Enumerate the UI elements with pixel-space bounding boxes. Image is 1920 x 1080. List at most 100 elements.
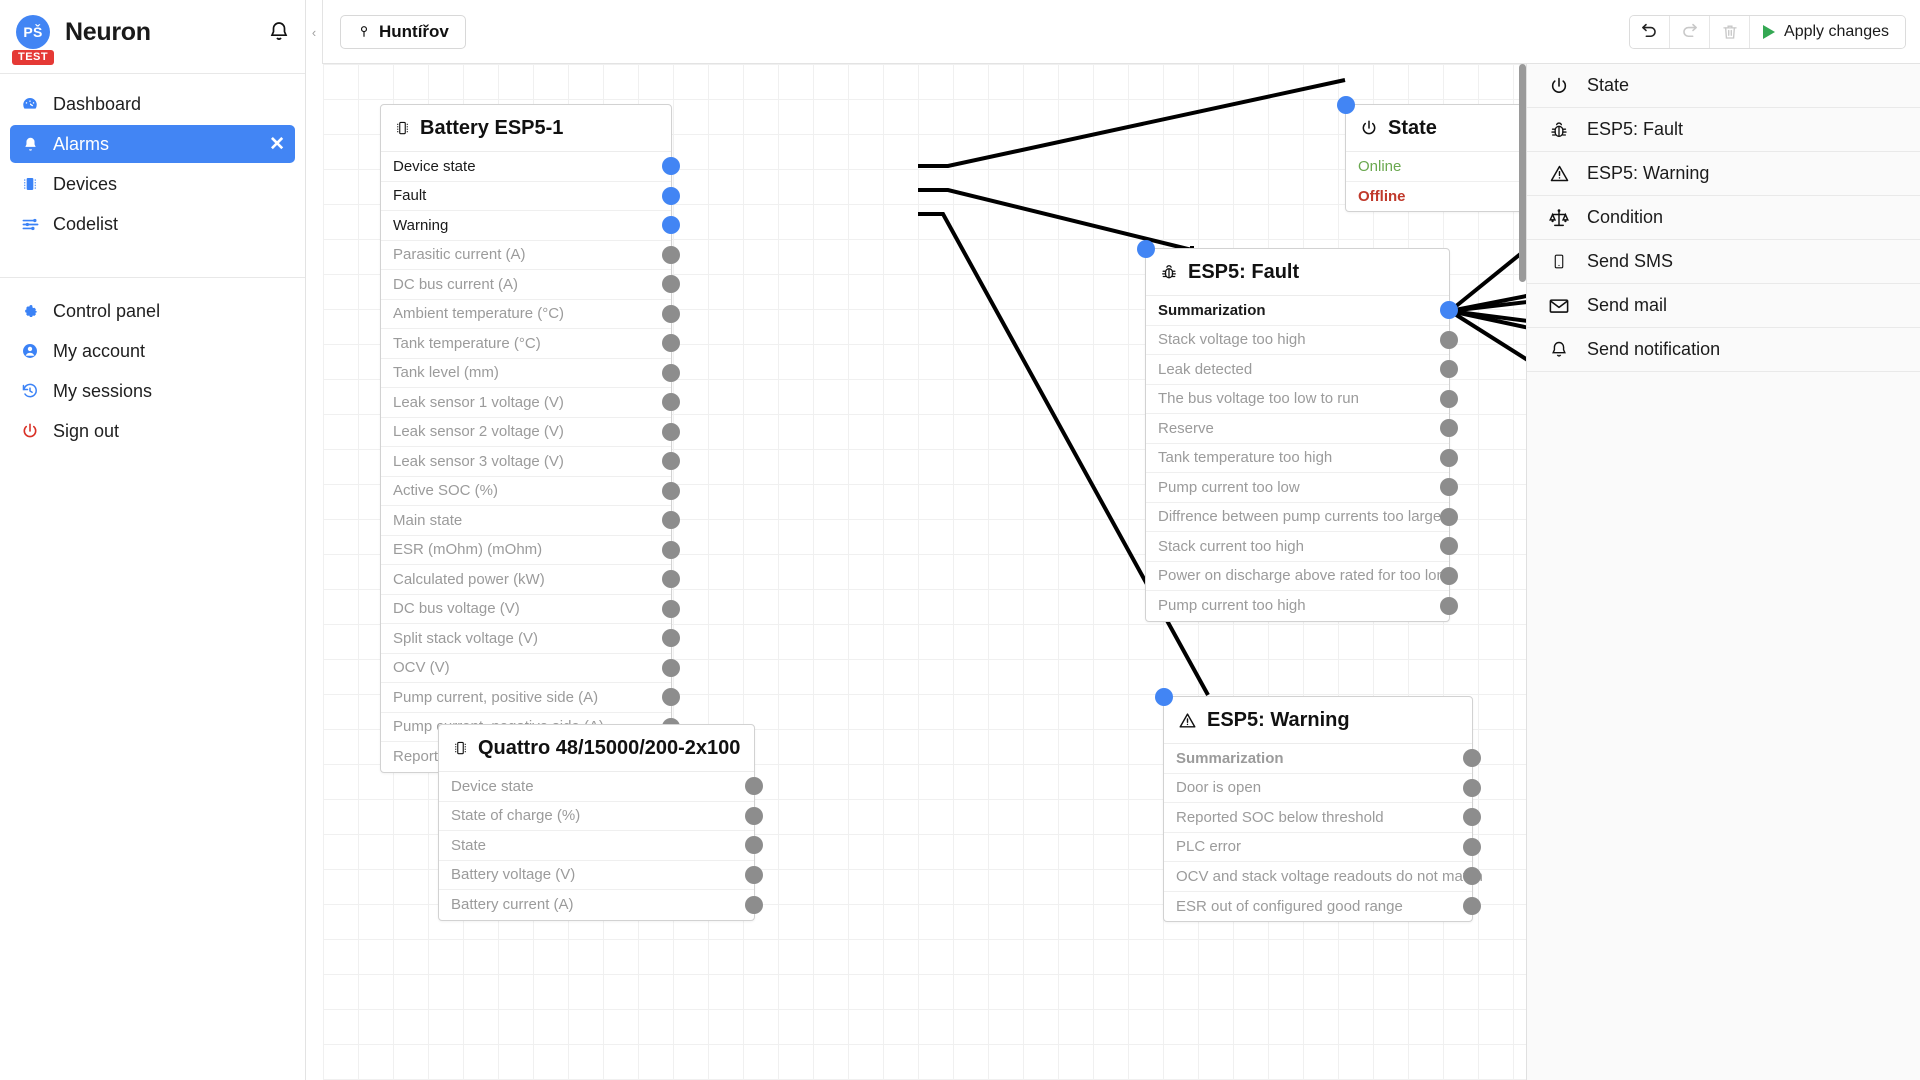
node-row-port[interactable]: [662, 570, 680, 589]
node-row[interactable]: Diffrence between pump currents too larg…: [1146, 503, 1458, 532]
node-row[interactable]: Battery voltage (V): [439, 861, 763, 890]
sidebar-item-devices[interactable]: Devices: [10, 165, 295, 203]
notifications-bell-icon[interactable]: [267, 20, 291, 44]
node-row[interactable]: Leak sensor 1 voltage (V): [381, 388, 680, 418]
node-row-port[interactable]: [1440, 507, 1458, 526]
palette-item-send-mail[interactable]: Send mail: [1527, 284, 1920, 328]
node-row[interactable]: ESR (mOhm) (mOhm): [381, 536, 680, 565]
node-row-port[interactable]: [1463, 867, 1481, 886]
node-row-port[interactable]: [662, 629, 680, 648]
node-row[interactable]: Pump current too high: [1146, 591, 1458, 621]
sidebar-item-sign-out[interactable]: Sign out: [10, 412, 295, 450]
node-row-port[interactable]: [1440, 537, 1458, 556]
node-row-port[interactable]: [662, 511, 680, 530]
node-row-port[interactable]: [662, 363, 680, 382]
sidebar-item-codelist[interactable]: Codelist: [10, 205, 295, 243]
palette-item-send-sms[interactable]: Send SMS: [1527, 240, 1920, 284]
node-row[interactable]: Door is open: [1164, 774, 1481, 803]
sidebar-item-my-account[interactable]: My account: [10, 332, 295, 370]
location-chip[interactable]: Huntířov: [340, 14, 466, 49]
node-row[interactable]: Pump current, positive side (A): [381, 683, 680, 713]
palette-item-esp5-warning[interactable]: ESP5: Warning: [1527, 152, 1920, 196]
sidebar-item-control-panel[interactable]: Control panel: [10, 292, 295, 330]
node-row-port[interactable]: [1440, 301, 1458, 320]
node-row-port[interactable]: [745, 895, 763, 914]
apply-changes-button[interactable]: Apply changes: [1750, 15, 1905, 48]
avatar[interactable]: PŠ: [16, 15, 50, 49]
node-row[interactable]: Split stack voltage (V): [381, 624, 680, 654]
node-row-port[interactable]: [662, 688, 680, 707]
node-row-port[interactable]: [662, 157, 680, 176]
node-row-port[interactable]: [1463, 808, 1481, 827]
node-row[interactable]: PLC error: [1164, 833, 1481, 862]
node-row[interactable]: Leak sensor 3 voltage (V): [381, 447, 680, 477]
close-icon[interactable]: ✕: [269, 133, 285, 155]
node-row[interactable]: DC bus current (A): [381, 270, 680, 300]
palette-item-send-notification[interactable]: Send notification: [1527, 328, 1920, 372]
node-row-port[interactable]: [662, 599, 680, 618]
node-row-port[interactable]: [1440, 419, 1458, 438]
undo-button[interactable]: [1630, 15, 1671, 48]
node-row-port[interactable]: [1440, 566, 1458, 585]
node-row-port[interactable]: [662, 245, 680, 264]
node-row[interactable]: ESR out of configured good range: [1164, 892, 1481, 922]
node-row[interactable]: The bus voltage too low to run: [1146, 385, 1458, 414]
node-row[interactable]: Summarization: [1164, 744, 1481, 774]
node-row-port[interactable]: [662, 481, 680, 500]
node-row-port[interactable]: [662, 304, 680, 323]
node-row-port[interactable]: [745, 777, 763, 796]
sidebar-item-alarms[interactable]: Alarms ✕: [10, 125, 295, 163]
node-input-port[interactable]: [1137, 240, 1155, 258]
sidebar-item-dashboard[interactable]: Dashboard: [10, 85, 295, 123]
node-row[interactable]: Active SOC (%): [381, 477, 680, 506]
palette-item-esp5-fault[interactable]: ESP5: Fault: [1527, 108, 1920, 152]
node-row[interactable]: Tank temperature (°C): [381, 329, 680, 359]
node-row[interactable]: Battery current (A): [439, 890, 763, 920]
node-row[interactable]: Tank level (mm): [381, 359, 680, 388]
node-row-port[interactable]: [1440, 596, 1458, 615]
node-row-port[interactable]: [745, 836, 763, 855]
delete-button[interactable]: [1710, 15, 1751, 48]
node-row[interactable]: Fault: [381, 182, 680, 211]
node-row-port[interactable]: [1440, 448, 1458, 467]
node-row[interactable]: OCV and stack voltage readouts do not ma…: [1164, 862, 1483, 892]
sidebar-collapse-chevron-left-icon[interactable]: ‹: [306, 0, 323, 64]
node-row[interactable]: Stack current too high: [1146, 532, 1458, 562]
node-row[interactable]: State of charge (%): [439, 802, 763, 831]
node-row[interactable]: Summarization: [1146, 296, 1458, 326]
node-row-port[interactable]: [662, 540, 680, 559]
sidebar-item-my-sessions[interactable]: My sessions: [10, 372, 295, 410]
node-row-port[interactable]: [1463, 778, 1481, 797]
palette-item-condition[interactable]: Condition: [1527, 196, 1920, 240]
node-row-port[interactable]: [1440, 478, 1458, 497]
node-row[interactable]: DC bus voltage (V): [381, 595, 680, 624]
palette-item-state[interactable]: State: [1527, 64, 1920, 108]
node-row[interactable]: Offline: [1346, 182, 1674, 212]
node-row-port[interactable]: [662, 334, 680, 353]
node-row-port[interactable]: [1463, 837, 1481, 856]
redo-button[interactable]: [1670, 15, 1711, 48]
node-row-port[interactable]: [662, 186, 680, 205]
node-row[interactable]: OCV (V): [381, 654, 680, 683]
node-row[interactable]: Ambient temperature (°C): [381, 300, 680, 329]
node-row[interactable]: Tank temperature too high: [1146, 444, 1458, 473]
node-row-port[interactable]: [662, 393, 680, 412]
node-row[interactable]: Calculated power (kW): [381, 565, 680, 595]
node-row-port[interactable]: [1440, 360, 1458, 379]
node-input-port[interactable]: [1337, 96, 1355, 114]
node-row[interactable]: Leak sensor 2 voltage (V): [381, 418, 680, 447]
node-row-port[interactable]: [1440, 330, 1458, 349]
node-row[interactable]: Online: [1346, 152, 1674, 182]
node-row[interactable]: Pump current too low: [1146, 473, 1458, 503]
node-row[interactable]: Stack voltage too high: [1146, 326, 1458, 355]
node-row-port[interactable]: [1463, 749, 1481, 768]
node-row[interactable]: Power on discharge above rated for too l…: [1146, 562, 1458, 591]
node-row-port[interactable]: [662, 216, 680, 235]
node-row-port[interactable]: [662, 275, 680, 294]
canvas-vertical-scrollbar[interactable]: [1519, 64, 1526, 282]
node-row-port[interactable]: [662, 658, 680, 677]
